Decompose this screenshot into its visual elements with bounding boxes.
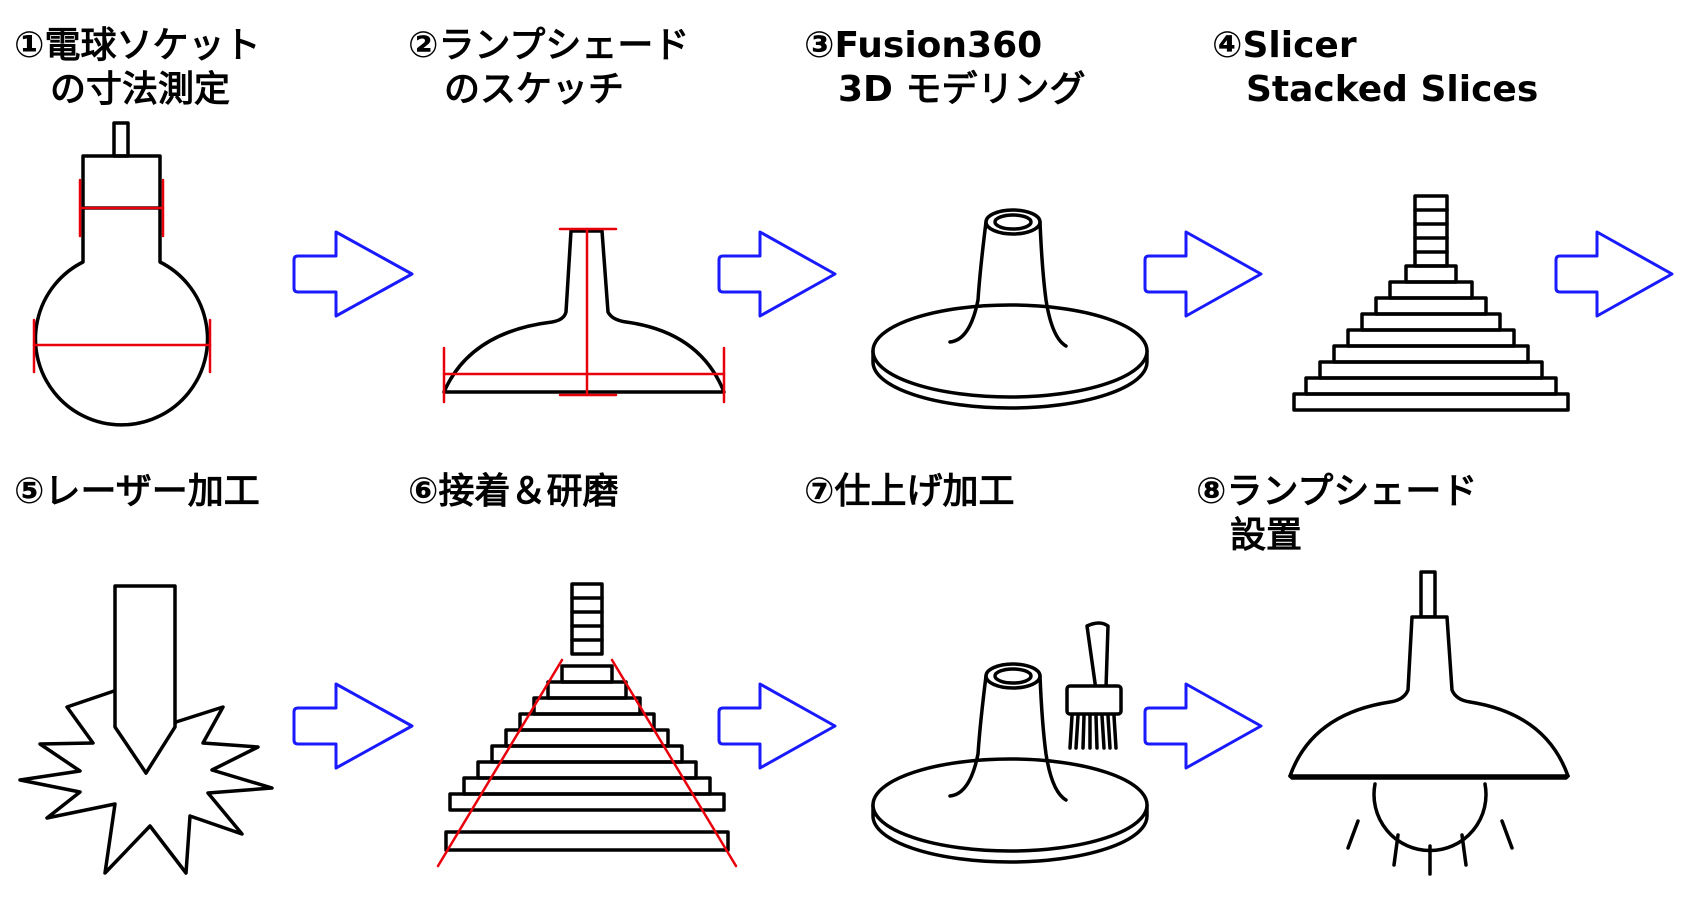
next-arrow-icon — [1554, 230, 1674, 318]
step-5-title-line1: ⑤レーザー加工 — [14, 471, 260, 512]
next-arrow-icon — [1143, 230, 1263, 318]
step-7-title-line1: ⑦仕上げ加工 — [804, 471, 1015, 512]
installed-lamp-icon — [1288, 570, 1570, 876]
step-1-title: ①電球ソケット の寸法測定 — [14, 24, 260, 112]
next-arrow-icon — [717, 230, 837, 318]
step-6-title: ⑥接着＆研磨 — [408, 470, 618, 514]
step-8-title-line1: ⑧ランプシェード — [1196, 471, 1478, 512]
next-arrow-icon — [292, 682, 414, 770]
step-5-title: ⑤レーザー加工 — [14, 470, 260, 514]
lampshade-sketch-icon — [442, 227, 726, 404]
step-2-title-line2: のスケッチ — [444, 69, 625, 110]
step-3-title: ③Fusion360 3D モデリング — [804, 24, 1085, 112]
step-8-title-line2: 設置 — [1230, 515, 1303, 556]
step-2-title-line1: ②ランプシェード — [408, 25, 690, 66]
measure-lines — [32, 178, 212, 374]
finishing-icon — [871, 621, 1149, 864]
brush-icon — [1065, 621, 1123, 750]
step-3-title-line2: 3D モデリング — [838, 69, 1086, 110]
step-1-title-line2: の寸法測定 — [50, 69, 231, 110]
step-2-title: ②ランプシェード のスケッチ — [408, 24, 689, 112]
next-arrow-icon — [292, 230, 414, 318]
step-4-title: ④Slicer Stacked Slices — [1212, 24, 1538, 112]
step-7-title: ⑦仕上げ加工 — [804, 470, 1014, 514]
sanding-guide-lines — [436, 658, 738, 868]
laser-burst-icon — [18, 584, 274, 875]
measure-lines — [442, 227, 726, 404]
light-rays — [1346, 819, 1514, 876]
next-arrow-icon — [1143, 682, 1263, 770]
next-arrows — [292, 230, 1674, 770]
3d-model-icon — [871, 208, 1149, 410]
glue-sand-icon — [436, 582, 738, 868]
step-6-title-line1: ⑥接着＆研磨 — [408, 471, 619, 512]
step-4-title-line2: Stacked Slices — [1246, 69, 1539, 110]
stacked-slices-icon — [1292, 194, 1570, 412]
step-4-title-line1: ④Slicer — [1212, 25, 1357, 66]
step-1-title-line1: ①電球ソケット — [14, 25, 261, 66]
next-arrow-icon — [717, 682, 837, 770]
step-8-title: ⑧ランプシェード 設置 — [1196, 470, 1477, 558]
step-3-title-line1: ③Fusion360 — [804, 25, 1043, 66]
bulb-socket-measure-icon — [32, 121, 212, 427]
